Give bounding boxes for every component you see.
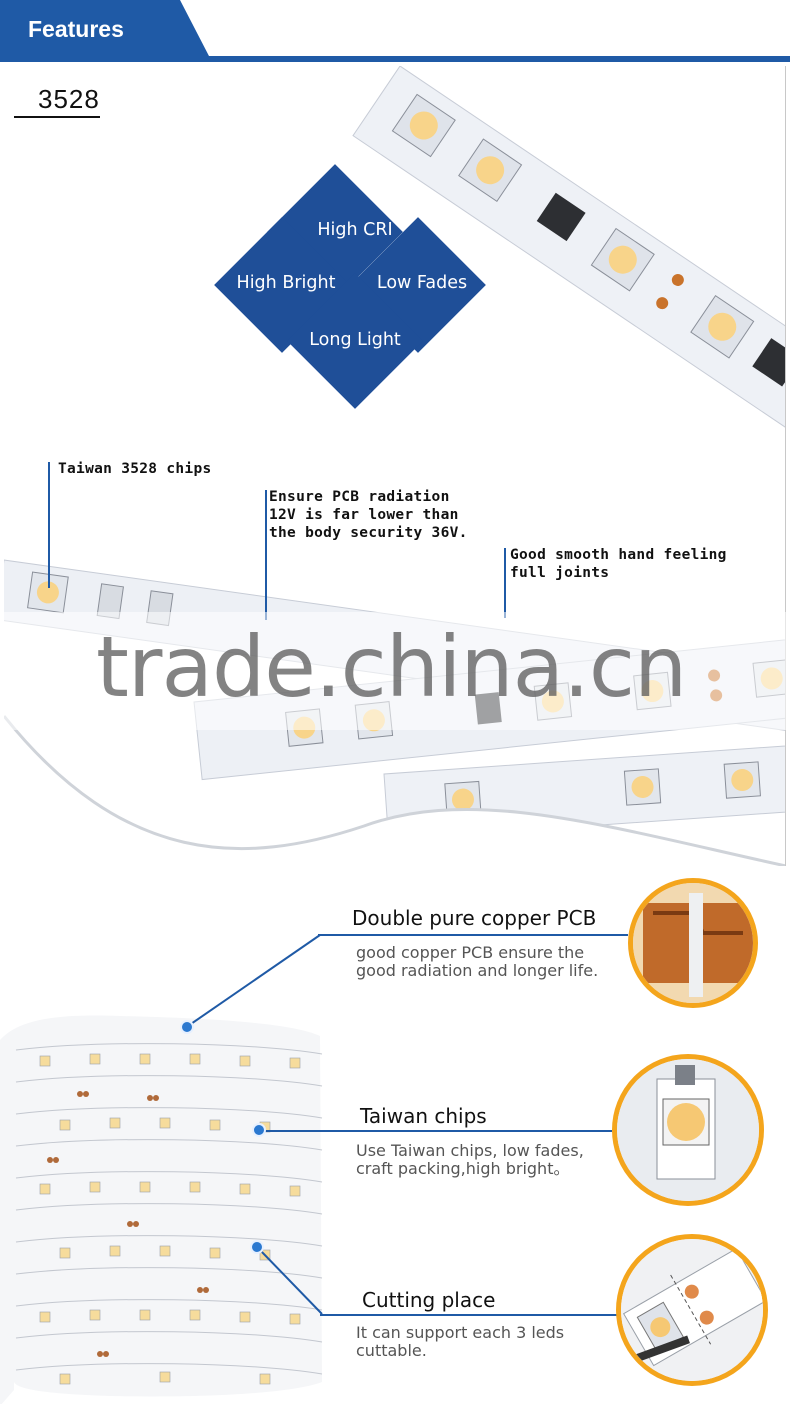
feature-line-1: [318, 934, 628, 936]
diamond-bottom-label: Long Light: [309, 330, 401, 350]
pcb-closeup-drawing: [633, 883, 753, 1003]
feature-desc-cutting-line-2: cuttable.: [356, 1341, 427, 1360]
strip-leds-diagonal: [391, 93, 785, 387]
header-divider: [0, 56, 790, 62]
feature-desc-chips-line-2: craft packing,high bright。: [356, 1159, 570, 1178]
feature-desc-chips: Use Taiwan chips, low fades, craft packi…: [356, 1142, 584, 1178]
feature-line-3: [320, 1314, 620, 1316]
callout-feeling-line-1: Good smooth hand feeling: [510, 547, 727, 563]
callout-feeling: Good smooth hand feeling full joints: [510, 546, 727, 582]
section-header: Features: [0, 0, 790, 66]
callout-chips: Taiwan 3528 chips: [58, 461, 212, 477]
feature-desc-pcb: good copper PCB ensure the good radiatio…: [356, 944, 598, 980]
model-label: 3528: [14, 84, 100, 118]
feature-desc-pcb-line-1: good copper PCB ensure the: [356, 943, 585, 962]
feature-line-2: [262, 1130, 612, 1132]
callout-pcb: Ensure PCB radiation 12V is far lower th…: [269, 488, 468, 542]
diamond-right-label: Low Fades: [376, 273, 468, 293]
chip-closeup-drawing: [617, 1059, 759, 1201]
watermark-band: [0, 612, 790, 730]
cutting-closeup-drawing: [621, 1239, 763, 1381]
feature-desc-chips-line-1: Use Taiwan chips, low fades,: [356, 1141, 584, 1160]
callout-pcb-line-3: the body security 36V.: [269, 525, 468, 541]
diamond-top-label: High CRI: [317, 220, 393, 240]
callout-line-feeling: [504, 548, 506, 618]
callout-line-pcb: [265, 490, 267, 620]
cutting-closeup-image: [616, 1234, 768, 1386]
feature-dot-2: [252, 1123, 266, 1137]
feature-dot-3: [250, 1240, 264, 1254]
feature-pointer-3: [259, 1249, 323, 1315]
feature-title-cutting: Cutting place: [362, 1288, 496, 1312]
diamond-left-label: High Bright: [236, 273, 336, 293]
watermark-text: trade.china.cn: [96, 618, 687, 716]
feature-desc-cutting: It can support each 3 leds cuttable.: [356, 1324, 564, 1360]
feature-dot-1: [180, 1020, 194, 1034]
header-title: Features: [28, 16, 124, 42]
led-reel-image: [0, 1015, 323, 1404]
callout-feeling-line-2: full joints: [510, 565, 610, 581]
feature-title-pcb: Double pure copper PCB: [352, 906, 597, 930]
feature-pointer-1: [187, 934, 321, 1027]
callout-pcb-line-2: 12V is far lower than: [269, 507, 459, 523]
pcb-closeup-image: [628, 878, 758, 1008]
chip-closeup-image: [612, 1054, 764, 1206]
feature-desc-pcb-line-2: good radiation and longer life.: [356, 961, 599, 980]
feature-title-chips: Taiwan chips: [360, 1104, 487, 1128]
header-band: [0, 0, 210, 58]
feature-desc-cutting-line-1: It can support each 3 leds: [356, 1323, 565, 1342]
callout-pcb-line-1: Ensure PCB radiation: [269, 489, 450, 505]
callout-line-chips: [48, 462, 50, 588]
